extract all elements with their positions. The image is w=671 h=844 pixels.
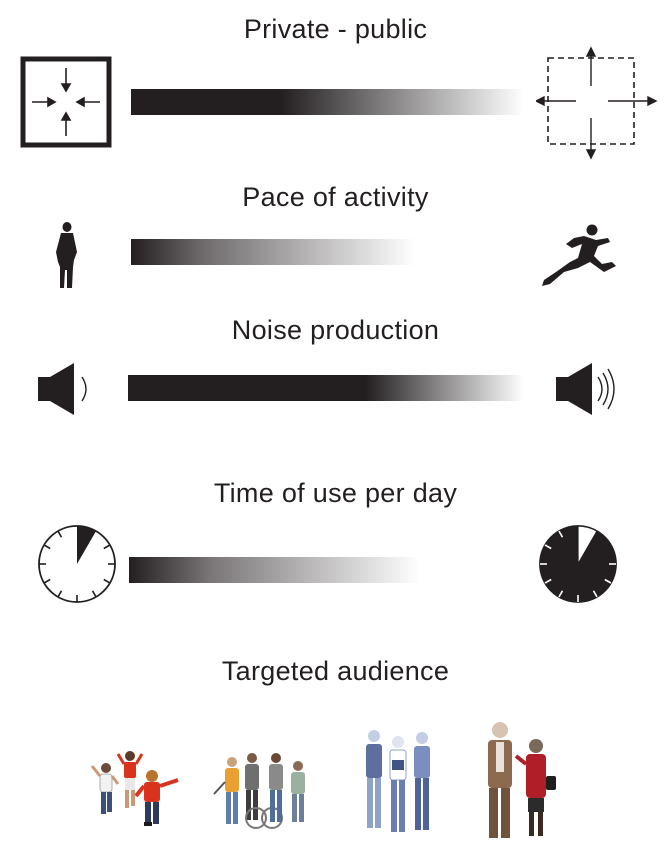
noise-heading: Noise production	[231, 315, 440, 345]
time-of-use-heading: Time of use per day	[213, 478, 458, 508]
teenagers-group-icon	[210, 748, 312, 834]
time-of-use-gradient-bar	[129, 557, 420, 583]
clock-long-use-icon	[537, 523, 619, 605]
pace-gradient-bar	[131, 239, 415, 265]
clock-short-use-icon	[36, 523, 118, 605]
private-public-gradient-bar	[131, 89, 524, 115]
children-group-icon	[90, 748, 182, 832]
noise-gradient-bar	[128, 375, 524, 401]
private-public-heading: Private - public	[243, 14, 428, 44]
speaker-quiet-icon	[38, 363, 98, 415]
running-person-icon	[538, 222, 620, 288]
audience-heading: Targeted audience	[221, 656, 450, 686]
private-space-icon	[20, 56, 112, 148]
speaker-loud-icon	[556, 363, 622, 415]
public-space-icon	[536, 46, 658, 160]
seniors-group-icon	[474, 718, 562, 842]
young-adults-group-icon	[358, 726, 440, 838]
walking-person-icon	[52, 222, 82, 290]
pace-heading: Pace of activity	[242, 182, 429, 212]
